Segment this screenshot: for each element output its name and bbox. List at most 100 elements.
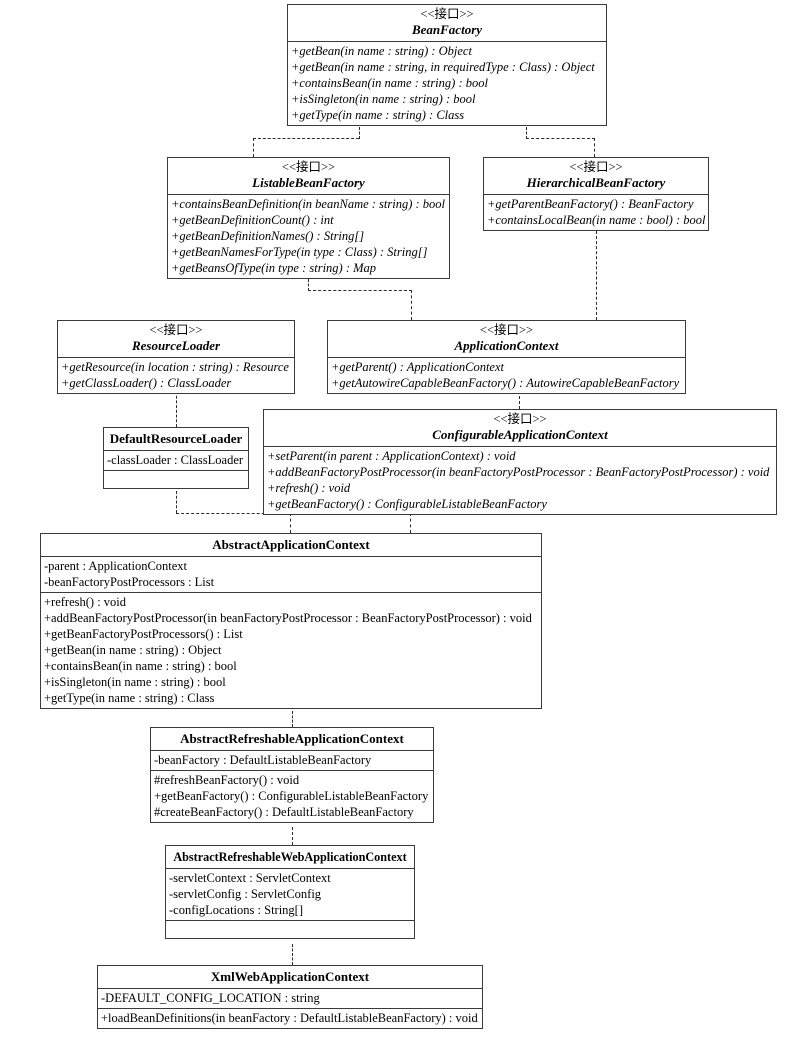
operation-item: +getBeanDefinitionCount() : int <box>171 213 334 227</box>
class-box-application-context[interactable]: <<接口>> ApplicationContext +getParent() :… <box>327 320 686 394</box>
attributes-compartment-xml-web-application-context: -DEFAULT_CONFIG_LOCATION : string <box>98 989 482 1009</box>
connector-abstractappcontext-to-defaultresourceloader-vertical <box>176 491 177 513</box>
operation-item: +getBean(in name : string) : Object <box>291 44 472 58</box>
connector-defaultresourceloader-to-resourceloader-vertical <box>176 391 177 427</box>
class-header-bean-factory: <<接口>> BeanFactory <box>288 5 606 42</box>
operation-item: +getType(in name : string) : Class <box>44 691 215 705</box>
attribute-item: -configLocations : String[] <box>169 903 303 917</box>
operations-compartment-configurable-application-context: +setParent(in parent : ApplicationContex… <box>264 447 776 514</box>
class-header-abstract-application-context: AbstractApplicationContext <box>41 534 541 557</box>
class-box-abstract-refreshable-web-application-context[interactable]: AbstractRefreshableWebApplicationContext… <box>165 845 415 939</box>
connector-xmlweb-to-webrefreshable-vertical <box>292 944 293 965</box>
connector-webrefreshable-to-refreshable-vertical <box>292 827 293 845</box>
stereotype-label: <<接口>> <box>479 323 534 337</box>
class-header-default-resource-loader: DefaultResourceLoader <box>104 428 248 451</box>
class-header-abstract-refreshable-web-application-context: AbstractRefreshableWebApplicationContext <box>166 846 414 869</box>
class-header-resource-loader: <<接口>> ResourceLoader <box>58 321 294 358</box>
connector-hierarchical-to-beanfactory-vertical-high <box>526 127 527 139</box>
class-header-hierarchical-bean-factory: <<接口>> HierarchicalBeanFactory <box>484 158 708 195</box>
class-header-application-context: <<接口>> ApplicationContext <box>328 321 685 358</box>
attributes-compartment-abstract-refreshable-web-application-context: -servletContext : ServletContext -servle… <box>166 869 414 921</box>
class-name-label: DefaultResourceLoader <box>109 431 243 446</box>
operation-item: +getResource(in location : string) : Res… <box>61 360 289 374</box>
operation-item: +refresh() : void <box>267 481 351 495</box>
connector-hierarchical-to-beanfactory-horizontal <box>526 138 595 139</box>
connector-appcontext-to-listable-horizontal <box>308 290 412 291</box>
operation-item: +containsBean(in name : string) : bool <box>291 76 488 90</box>
stereotype-label: <<接口>> <box>149 323 203 337</box>
attributes-compartment-default-resource-loader: -classLoader : ClassLoader <box>104 451 248 471</box>
operations-compartment-default-resource-loader <box>104 471 248 488</box>
operation-item: +getBeansOfType(in type : string) : Map <box>171 261 377 275</box>
connector-appcontext-to-hierarchical-vertical <box>596 231 597 320</box>
class-name-label: ResourceLoader <box>131 338 221 353</box>
connector-abstractappcontext-spine-left <box>176 513 290 514</box>
operations-compartment-listable-bean-factory: +containsBeanDefinition(in beanName : st… <box>168 195 449 278</box>
operation-item: +getBeanDefinitionNames() : String[] <box>171 229 365 243</box>
operation-item: +setParent(in parent : ApplicationContex… <box>267 449 516 463</box>
connector-abstractappcontext-riser-right <box>410 513 411 533</box>
operation-item: +containsBean(in name : string) : bool <box>44 659 237 673</box>
class-header-xml-web-application-context: XmlWebApplicationContext <box>98 966 482 989</box>
operations-compartment-bean-factory: +getBean(in name : string) : Object +get… <box>288 42 606 125</box>
operation-item: +addBeanFactoryPostProcessor(in beanFact… <box>44 611 532 625</box>
stereotype-label: <<接口>> <box>281 160 336 174</box>
class-box-hierarchical-bean-factory[interactable]: <<接口>> HierarchicalBeanFactory +getParen… <box>483 157 709 231</box>
class-name-label: AbstractApplicationContext <box>212 537 370 552</box>
attribute-item: -beanFactoryPostProcessors : List <box>44 575 215 589</box>
attribute-item: -classLoader : ClassLoader <box>107 453 244 467</box>
operations-compartment-application-context: +getParent() : ApplicationContext +getAu… <box>328 358 685 393</box>
operation-item: +getClassLoader() : ClassLoader <box>61 376 232 390</box>
class-name-label: ListableBeanFactory <box>252 175 365 190</box>
connector-hierarchical-to-beanfactory-vertical-low <box>594 138 595 157</box>
class-box-abstract-refreshable-application-context[interactable]: AbstractRefreshableApplicationContext -b… <box>150 727 434 823</box>
attribute-item: -beanFactory : DefaultListableBeanFactor… <box>154 753 372 767</box>
class-box-default-resource-loader[interactable]: DefaultResourceLoader -classLoader : Cla… <box>103 427 249 489</box>
attribute-item: -DEFAULT_CONFIG_LOCATION : string <box>101 991 320 1005</box>
class-name-label: ConfigurableApplicationContext <box>432 427 608 442</box>
class-box-resource-loader[interactable]: <<接口>> ResourceLoader +getResource(in lo… <box>57 320 295 394</box>
class-box-bean-factory[interactable]: <<接口>> BeanFactory +getBean(in name : st… <box>287 4 607 126</box>
operations-compartment-xml-web-application-context: +loadBeanDefinitions(in beanFactory : De… <box>98 1009 482 1028</box>
class-name-label: XmlWebApplicationContext <box>210 969 370 984</box>
operation-item: +getBean(in name : string, in requiredTy… <box>291 60 595 74</box>
operation-item: +isSingleton(in name : string) : bool <box>44 675 226 689</box>
class-name-label: AbstractRefreshableWebApplicationContext <box>173 850 407 864</box>
class-box-xml-web-application-context[interactable]: XmlWebApplicationContext -DEFAULT_CONFIG… <box>97 965 483 1029</box>
operation-item: +containsBeanDefinition(in beanName : st… <box>171 197 446 211</box>
operation-item: +containsLocalBean(in name : bool) : boo… <box>487 213 706 227</box>
class-box-listable-bean-factory[interactable]: <<接口>> ListableBeanFactory +containsBean… <box>167 157 450 279</box>
operations-compartment-abstract-application-context: +refresh() : void +addBeanFactoryPostPro… <box>41 593 541 708</box>
class-box-configurable-application-context[interactable]: <<接口>> ConfigurableApplicationContext +s… <box>263 409 777 515</box>
operations-compartment-abstract-refreshable-application-context: #refreshBeanFactory() : void +getBeanFac… <box>151 771 433 822</box>
operation-item: +getBeanFactory() : ConfigurableListable… <box>267 497 547 511</box>
connector-abstractappcontext-riser-left <box>290 513 291 533</box>
stereotype-label: <<接口>> <box>569 160 623 174</box>
attributes-compartment-abstract-refreshable-application-context: -beanFactory : DefaultListableBeanFactor… <box>151 751 433 771</box>
operations-compartment-hierarchical-bean-factory: +getParentBeanFactory() : BeanFactory +c… <box>484 195 708 230</box>
attribute-item: -servletContext : ServletContext <box>169 871 331 885</box>
class-name-label: HierarchicalBeanFactory <box>526 175 666 190</box>
class-box-abstract-application-context[interactable]: AbstractApplicationContext -parent : App… <box>40 533 542 709</box>
attribute-item: -servletConfig : ServletConfig <box>169 887 322 901</box>
attributes-compartment-abstract-application-context: -parent : ApplicationContext -beanFactor… <box>41 557 541 593</box>
class-header-abstract-refreshable-application-context: AbstractRefreshableApplicationContext <box>151 728 433 751</box>
operation-item: +getParent() : ApplicationContext <box>331 360 504 374</box>
connector-listable-to-beanfactory-vertical-high <box>359 127 360 139</box>
operation-item: +getBeanFactoryPostProcessors() : List <box>44 627 243 641</box>
class-name-label: AbstractRefreshableApplicationContext <box>180 731 404 746</box>
operations-compartment-resource-loader: +getResource(in location : string) : Res… <box>58 358 294 393</box>
class-header-listable-bean-factory: <<接口>> ListableBeanFactory <box>168 158 449 195</box>
operation-item: +refresh() : void <box>44 595 127 609</box>
stereotype-label: <<接口>> <box>493 412 547 426</box>
operation-item: +getType(in name : string) : Class <box>291 108 465 122</box>
operation-item: +addBeanFactoryPostProcessor(in beanFact… <box>267 465 770 479</box>
operation-item: #createBeanFactory() : DefaultListableBe… <box>154 805 414 819</box>
class-name-label: BeanFactory <box>411 22 483 37</box>
operation-item: +isSingleton(in name : string) : bool <box>291 92 476 106</box>
attribute-item: -parent : ApplicationContext <box>44 559 188 573</box>
connector-listable-to-beanfactory-vertical-low <box>253 138 254 157</box>
operation-item: +loadBeanDefinitions(in beanFactory : De… <box>101 1011 478 1025</box>
class-header-configurable-application-context: <<接口>> ConfigurableApplicationContext <box>264 410 776 447</box>
